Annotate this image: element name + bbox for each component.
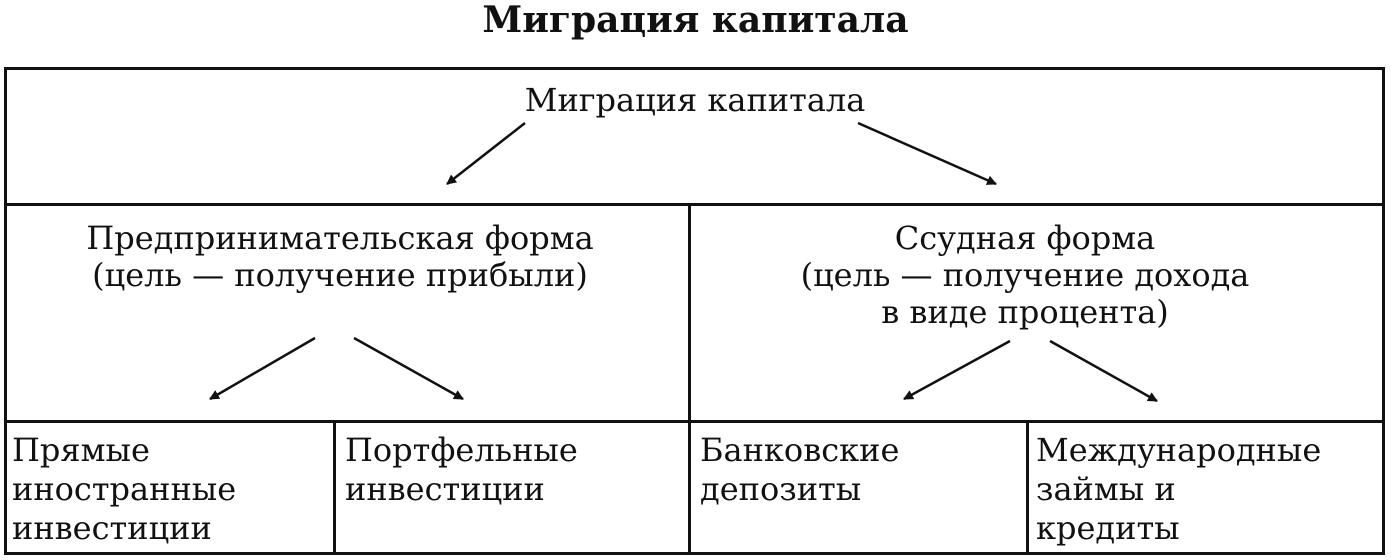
separator-forms-leaves bbox=[4, 420, 1385, 423]
arrow-loan-to-bank bbox=[903, 339, 1011, 401]
separator-forms-middle bbox=[688, 203, 691, 555]
leaf-direct-line3: инвестиции bbox=[12, 509, 212, 547]
arrow-root-to-entrepreneurial bbox=[446, 122, 526, 185]
form-entrepreneurial-line2: (цель — получение прибыли) bbox=[92, 256, 588, 294]
root-node-label: Миграция капитала bbox=[524, 81, 866, 119]
separator-leaves-right bbox=[1026, 420, 1029, 555]
separator-root-forms bbox=[4, 203, 1385, 206]
form-entrepreneurial-line1: Предпринимательская форма bbox=[86, 219, 594, 257]
form-loan-line2: (цель — получение дохода bbox=[800, 256, 1250, 294]
leaf-intl-line2: займы и bbox=[1036, 470, 1176, 508]
leaf-direct-line2: иностранные bbox=[12, 470, 237, 508]
leaf-intl-line3: кредиты bbox=[1036, 509, 1180, 547]
leaf-direct-line1: Прямые bbox=[12, 431, 150, 469]
form-loan-line1: Ссудная форма bbox=[894, 219, 1156, 257]
page-title: Миграция капитала bbox=[482, 0, 909, 41]
separator-leaves-left bbox=[333, 420, 336, 555]
leaf-bank-line1: Банковские bbox=[700, 431, 900, 469]
arrow-loan-to-international bbox=[1049, 339, 1158, 403]
leaf-portfolio-line2: инвестиции bbox=[345, 470, 545, 508]
leaf-portfolio-line1: Портфельные bbox=[345, 431, 578, 469]
leaf-bank-line2: депозиты bbox=[700, 470, 862, 508]
arrow-root-to-loan bbox=[857, 121, 997, 186]
form-loan-line3: в виде процента) bbox=[881, 293, 1169, 331]
arrow-entrepreneurial-to-direct bbox=[209, 336, 316, 401]
arrow-entrepreneurial-to-portfolio bbox=[353, 336, 464, 401]
leaf-intl-line1: Международные bbox=[1036, 431, 1322, 469]
diagram-frame bbox=[4, 67, 1385, 555]
